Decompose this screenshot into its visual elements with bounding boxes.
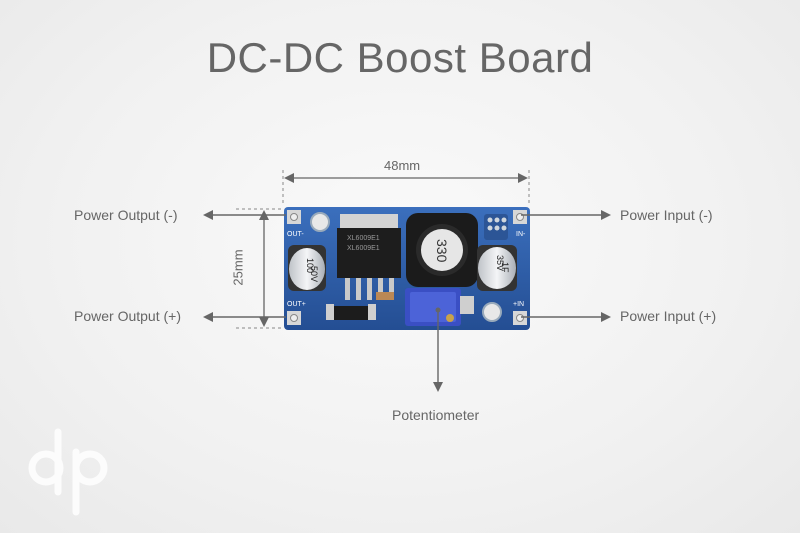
pad-out-neg-label: OUT- [287, 231, 304, 238]
pad-out-pos-label: OUT+ [287, 301, 306, 308]
pad-out-neg [287, 210, 301, 224]
label-potentiometer: Potentiometer [392, 407, 480, 423]
width-dimension [282, 170, 530, 206]
capacitor-left-voltage: 50V [309, 266, 319, 282]
capacitor-right-value: 1F [500, 262, 510, 273]
inductor-marking: 330 [434, 239, 450, 263]
height-dimension [236, 208, 284, 329]
ic-chip: XL6009E1 XL6009E1 [337, 214, 401, 300]
ic-marking-1: XL6009E1 [347, 235, 380, 242]
capacitor-right-voltage: 35V [495, 255, 505, 271]
ic-marking-2: XL6009E1 [347, 245, 380, 252]
potentiometer [405, 288, 474, 326]
width-dimension-label: 48mm [384, 158, 421, 173]
pad-in-pos-label: +IN [513, 301, 524, 308]
capacitor-left-value: 100 [305, 258, 315, 273]
page-title: DC-DC Boost Board [206, 34, 594, 81]
watermark-logo [28, 428, 108, 516]
label-power-output-pos: Power Output (+) [74, 308, 181, 324]
label-power-input-neg: Power Input (-) [620, 207, 713, 223]
height-dimension-label: 25mm [230, 249, 246, 286]
arrows [203, 210, 611, 392]
pad-in-neg [513, 210, 527, 224]
inductor: 330 [406, 213, 478, 287]
label-power-output-neg: Power Output (-) [74, 207, 178, 223]
pad-in-pos [513, 311, 527, 325]
label-power-input-pos: Power Input (+) [620, 308, 717, 324]
pcb-board: OUT- OUT+ IN- +IN 100 50V XL6009E1 XL600… [284, 207, 530, 330]
pad-out-pos [287, 311, 301, 325]
pad-in-neg-label: IN- [516, 231, 526, 238]
capacitor-left: 100 50V [288, 245, 326, 291]
capacitor-right: 35V 1F [477, 245, 517, 291]
